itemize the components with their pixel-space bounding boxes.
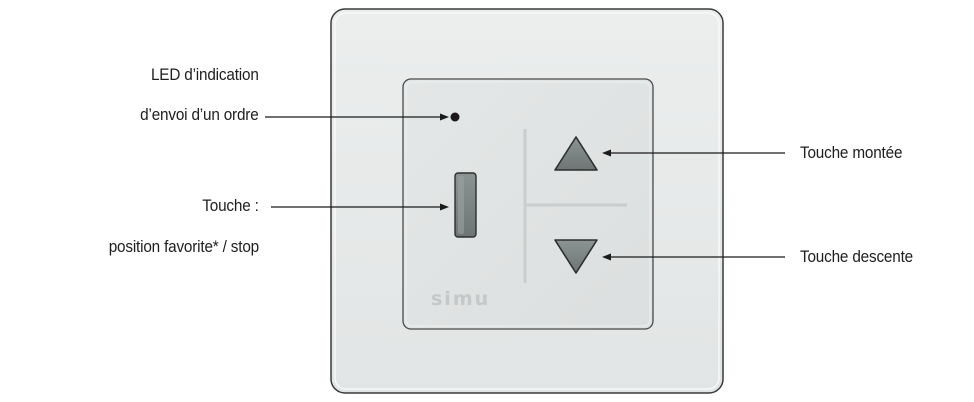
triangle-up-icon[interactable] [554,136,598,171]
leader-line-stop [271,203,449,211]
brand-logo: simu [431,288,491,310]
triangle-down-icon[interactable] [554,239,598,274]
control-panel-highlight [405,81,651,327]
led-label-line1: LED d’indication [151,65,259,84]
stop-label-line2: position favorite* / stop [108,237,259,256]
leader-line-led [265,113,449,121]
led-dot-icon [450,112,460,122]
leader-line-descente [602,253,785,261]
montee-label: Touche montée [800,143,903,162]
leader-line-montee [602,149,785,157]
outer-frame-inner-edge [334,12,720,390]
descente-label: Touche descente [800,247,913,266]
led-label-line2: d’envoi d’un ordre [140,105,260,124]
stop-label-line1: Touche : [202,196,260,215]
stop-favorite-button-shine [458,176,464,234]
